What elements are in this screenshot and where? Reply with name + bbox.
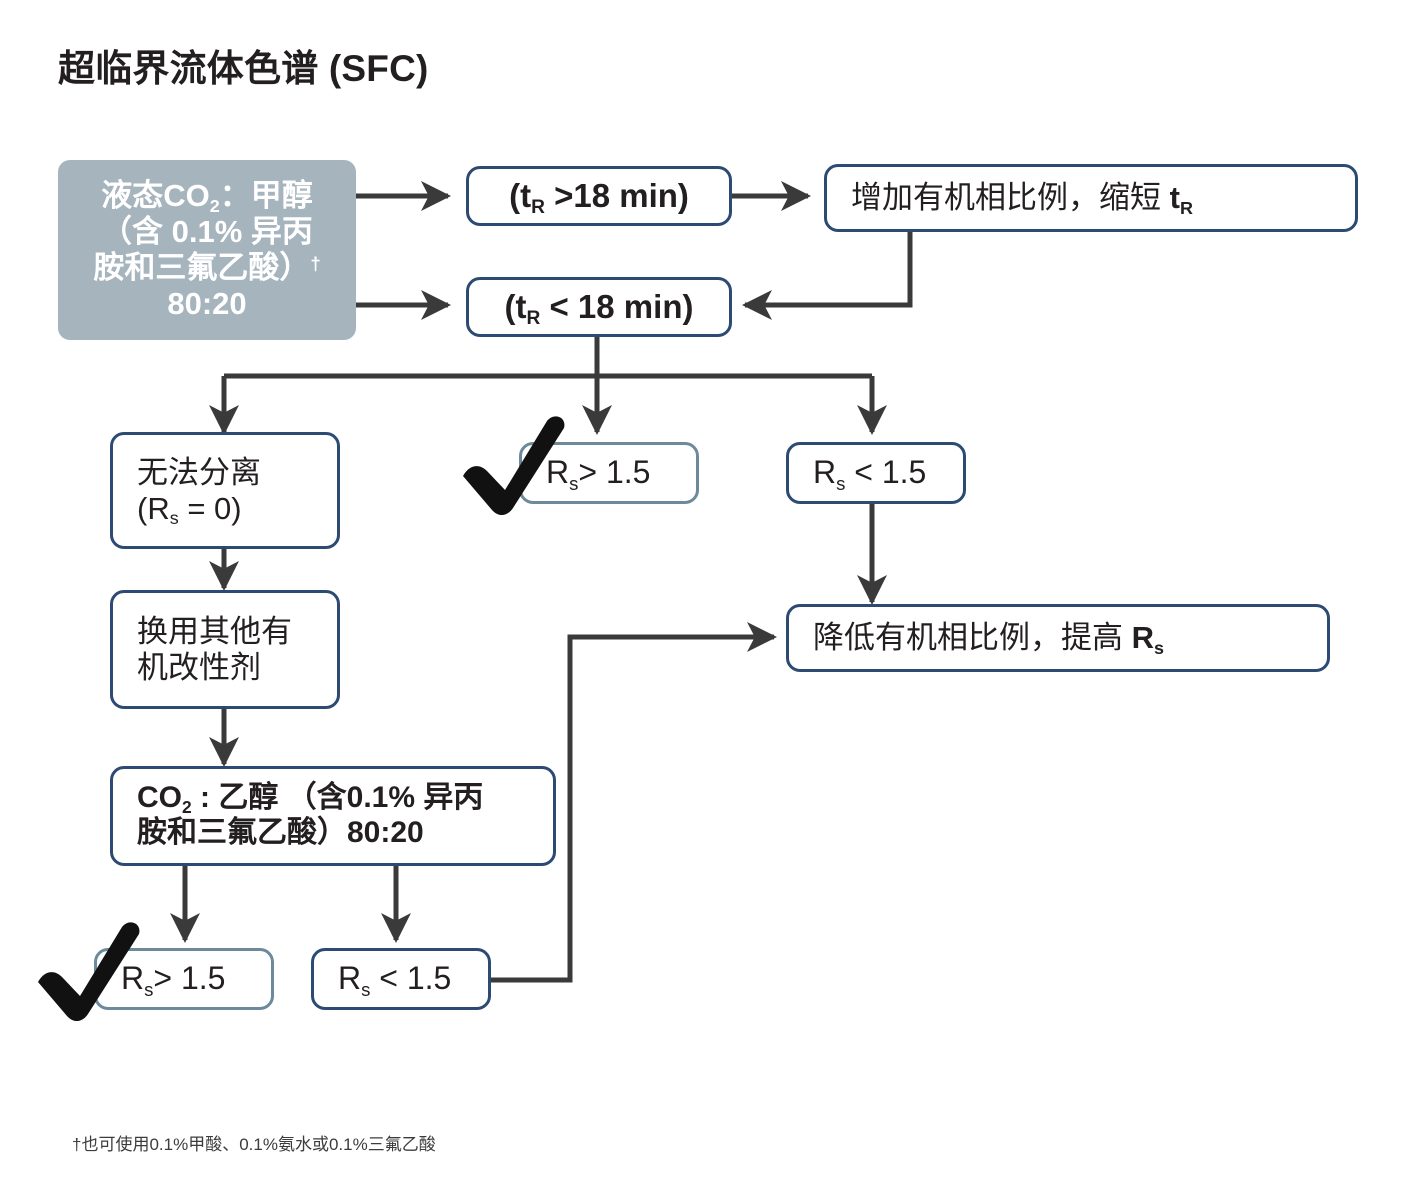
node-tr-less-18-text: (tR < 18 min) — [469, 287, 729, 330]
page-title: 超临界流体色谱 (SFC) — [58, 48, 429, 89]
tr-lt-post: < 18 min) — [540, 287, 694, 325]
tr-lt-sub: R — [526, 308, 541, 330]
node-no-separation-text: 无法分离 (Rs = 0) — [137, 454, 337, 529]
node-start-mobile-phase[interactable]: 液态CO2：甲醇 （含 0.1% 异丙 胺和三氟乙酸）† 80:20 — [58, 160, 356, 340]
node-tr-less-18[interactable]: (tR < 18 min) — [466, 277, 732, 337]
no-separation-line2-sub: s — [169, 508, 179, 529]
co2-ethanol-line1-post: : 乙醇 （含0.1% 异丙 — [191, 781, 484, 815]
rs-lt-top-post: < 1.5 — [845, 454, 927, 491]
decrease-organic-label: 降低有机相比例，提高 — [813, 620, 1132, 656]
node-tr-greater-18-text: (tR >18 min) — [469, 176, 729, 219]
rs-gt-top-pre: R — [546, 454, 570, 491]
start-line1-sub: 2 — [209, 196, 220, 217]
footnote-text: †也可使用0.1%甲酸、0.1%氨水或0.1%三氟乙酸 — [72, 1135, 436, 1154]
node-decrease-organic-ratio[interactable]: 降低有机相比例，提高 Rs — [786, 604, 1330, 672]
start-line3: 胺和三氟乙酸） — [93, 250, 311, 285]
switch-modifier-line2: 机改性剂 — [137, 649, 261, 685]
rs-lt-top-pre: R — [813, 454, 837, 491]
rs-lt-bottom-pre: R — [338, 960, 362, 997]
increase-organic-sub: R — [1179, 197, 1193, 218]
decrease-organic-symbol: R — [1131, 620, 1155, 656]
rs-gt-top-sub: s — [569, 472, 579, 494]
node-co2-ethanol-text: CO2 : 乙醇 （含0.1% 异丙 胺和三氟乙酸）80:20 — [137, 781, 553, 851]
node-tr-greater-18[interactable]: (tR >18 min) — [466, 166, 732, 226]
start-line1-post: ：甲醇 — [219, 178, 313, 214]
tr-gt-pre: (t — [509, 176, 532, 214]
rs-lt-bottom-sub: s — [361, 978, 371, 1000]
node-rs-greater-1p5-top-text: Rs> 1.5 — [546, 454, 696, 494]
node-switch-modifier-text: 换用其他有 机改性剂 — [137, 614, 337, 686]
node-no-separation[interactable]: 无法分离 (Rs = 0) — [110, 432, 340, 549]
no-separation-line2-pre: (R — [137, 490, 170, 526]
node-rs-greater-1p5-top[interactable]: Rs> 1.5 — [519, 442, 699, 504]
start-line2: （含 0.1% 异丙 — [101, 214, 313, 250]
switch-modifier-line1: 换用其他有 — [137, 613, 292, 649]
node-decrease-organic-text: 降低有机相比例，提高 Rs — [813, 620, 1327, 658]
node-increase-organic-ratio[interactable]: 增加有机相比例，缩短 tR — [824, 164, 1358, 232]
node-rs-greater-1p5-bottom[interactable]: Rs> 1.5 — [94, 948, 274, 1010]
co2-ethanol-line1-pre: CO — [137, 781, 182, 815]
start-line1-pre: 液态CO — [101, 178, 210, 214]
node-switch-modifier[interactable]: 换用其他有 机改性剂 — [110, 590, 340, 709]
node-rs-greater-1p5-bottom-text: Rs> 1.5 — [121, 960, 271, 1000]
node-rs-less-1p5-bottom[interactable]: Rs < 1.5 — [311, 948, 491, 1010]
rs-gt-bottom-post: > 1.5 — [153, 960, 226, 997]
node-start-text: 液态CO2：甲醇 （含 0.1% 异丙 胺和三氟乙酸）† 80:20 — [58, 178, 356, 322]
start-dagger: † — [310, 252, 321, 274]
co2-ethanol-line2: 胺和三氟乙酸）80:20 — [137, 816, 424, 849]
increase-organic-symbol: t — [1169, 180, 1180, 216]
decrease-organic-sub: s — [1154, 637, 1165, 658]
node-rs-less-1p5-top-text: Rs < 1.5 — [813, 454, 963, 494]
node-increase-organic-text: 增加有机相比例，缩短 tR — [851, 180, 1355, 218]
rs-gt-bottom-sub: s — [144, 978, 154, 1000]
edge-increase-to-tr-lt — [742, 232, 913, 320]
node-rs-less-1p5-bottom-text: Rs < 1.5 — [338, 960, 488, 1000]
start-line4: 80:20 — [167, 285, 247, 321]
rs-lt-bottom-post: < 1.5 — [370, 960, 452, 997]
increase-organic-label: 增加有机相比例，缩短 — [851, 180, 1170, 216]
rs-gt-bottom-pre: R — [121, 960, 145, 997]
node-rs-less-1p5-top[interactable]: Rs < 1.5 — [786, 442, 966, 504]
no-separation-line2-post: = 0) — [178, 490, 242, 526]
rs-gt-top-post: > 1.5 — [578, 454, 651, 491]
node-co2-ethanol[interactable]: CO2 : 乙醇 （含0.1% 异丙 胺和三氟乙酸）80:20 — [110, 766, 556, 866]
co2-ethanol-line1-sub: 2 — [182, 796, 192, 817]
tr-gt-post: >18 min) — [544, 176, 689, 214]
tr-gt-sub: R — [531, 197, 545, 219]
tr-lt-pre: (t — [504, 287, 527, 325]
rs-lt-top-sub: s — [836, 472, 846, 494]
no-separation-line1: 无法分离 — [137, 454, 261, 490]
